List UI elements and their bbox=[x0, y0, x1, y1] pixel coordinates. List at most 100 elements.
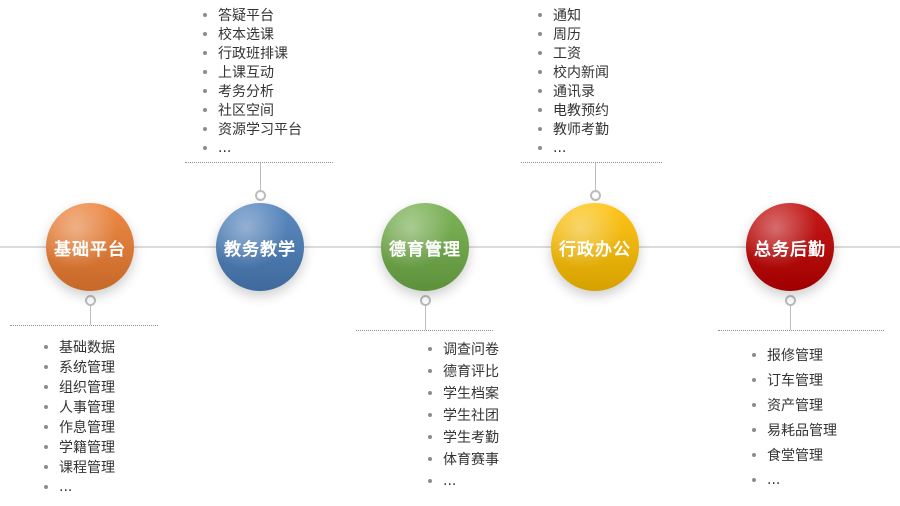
bullet-icon bbox=[538, 31, 542, 36]
list-item: 周历 bbox=[538, 24, 609, 43]
dotted-leader-line bbox=[10, 325, 158, 326]
list-item: 工资 bbox=[538, 43, 609, 62]
node-label: 基础平台 bbox=[54, 239, 126, 260]
list-item-label: 体育赛事 bbox=[443, 452, 499, 468]
list-item-label: 学籍管理 bbox=[59, 440, 115, 456]
bullet-icon bbox=[203, 69, 207, 74]
list-item: 通知 bbox=[538, 5, 609, 24]
list-item: 调查问卷 bbox=[428, 338, 499, 360]
node-label: 行政办公 bbox=[559, 239, 631, 260]
bullet-icon bbox=[752, 452, 756, 457]
list-item: 校本选课 bbox=[203, 24, 302, 43]
bullet-icon bbox=[44, 365, 48, 369]
list-item: 教师考勤 bbox=[538, 119, 609, 138]
node-moral-education: 德育管理 bbox=[381, 203, 469, 291]
connector-dot bbox=[255, 190, 266, 201]
feature-list-foundation: 基础数据 系统管理 组织管理 人事管理 作息管理 学籍管理 课程管理 ... bbox=[44, 337, 115, 497]
list-item-label: ... bbox=[218, 139, 232, 156]
connector-dot bbox=[590, 190, 601, 201]
connector-stem bbox=[425, 306, 426, 330]
bullet-icon bbox=[203, 31, 207, 36]
node-foundation-platform: 基础平台 bbox=[46, 203, 134, 291]
list-item-label: ... bbox=[767, 471, 781, 488]
bullet-icon bbox=[538, 69, 542, 74]
node-label: 总务后勤 bbox=[754, 239, 826, 260]
bullet-icon bbox=[752, 427, 756, 432]
feature-list-logistics: 报修管理 订车管理 资产管理 易耗品管理 食堂管理 ... bbox=[752, 342, 837, 492]
list-item-label: 资源学习平台 bbox=[218, 121, 302, 138]
list-item-label: 工资 bbox=[553, 45, 581, 62]
bullet-icon bbox=[203, 126, 207, 131]
list-item: 学生社团 bbox=[428, 404, 499, 426]
list-item-label: 社区空间 bbox=[218, 102, 274, 119]
list-item-label: 报修管理 bbox=[767, 347, 823, 364]
list-item: ... bbox=[752, 467, 837, 492]
bullet-icon bbox=[428, 413, 432, 417]
list-item-label: 校内新闻 bbox=[553, 64, 609, 81]
connector-dot bbox=[785, 295, 796, 306]
list-item: ... bbox=[538, 138, 609, 157]
dotted-leader-line bbox=[718, 330, 884, 331]
list-item: ... bbox=[44, 477, 115, 497]
list-item: 食堂管理 bbox=[752, 442, 837, 467]
bullet-icon bbox=[538, 88, 542, 93]
list-item-label: 上课互动 bbox=[218, 64, 274, 81]
list-item: 人事管理 bbox=[44, 397, 115, 417]
feature-list-administration: 通知 周历 工资 校内新闻 通讯录 电教预约 教师考勤 ... bbox=[538, 5, 609, 157]
list-item-label: 电教预约 bbox=[553, 102, 609, 119]
bullet-icon bbox=[752, 352, 756, 357]
list-item: 电教预约 bbox=[538, 100, 609, 119]
connector-dot bbox=[420, 295, 431, 306]
node-general-logistics: 总务后勤 bbox=[746, 203, 834, 291]
connector-dot bbox=[85, 295, 96, 306]
list-item: 行政班排课 bbox=[203, 43, 302, 62]
bullet-icon bbox=[44, 385, 48, 389]
bullet-icon bbox=[538, 126, 542, 131]
bullet-icon bbox=[428, 391, 432, 395]
list-item-label: 课程管理 bbox=[59, 460, 115, 476]
bullet-icon bbox=[203, 145, 207, 150]
node-label: 德育管理 bbox=[389, 239, 461, 260]
list-item: 通讯录 bbox=[538, 81, 609, 100]
bullet-icon bbox=[752, 402, 756, 407]
list-item: 学生档案 bbox=[428, 382, 499, 404]
list-item: 考务分析 bbox=[203, 81, 302, 100]
list-item-label: 作息管理 bbox=[59, 420, 115, 436]
list-item-label: 周历 bbox=[553, 26, 581, 43]
bullet-icon bbox=[428, 347, 432, 351]
list-item: 基础数据 bbox=[44, 337, 115, 357]
list-item-label: 基础数据 bbox=[59, 340, 115, 356]
bullet-icon bbox=[44, 465, 48, 469]
list-item: ... bbox=[428, 470, 499, 492]
dotted-leader-line bbox=[356, 330, 493, 331]
feature-list-moral: 调查问卷 德育评比 学生档案 学生社团 学生考勤 体育赛事 ... bbox=[428, 338, 499, 492]
list-item-label: 组织管理 bbox=[59, 380, 115, 396]
node-administration: 行政办公 bbox=[551, 203, 639, 291]
node-academic-teaching: 教务教学 bbox=[216, 203, 304, 291]
connector-stem bbox=[595, 163, 596, 190]
list-item-label: 订车管理 bbox=[767, 372, 823, 389]
list-item: ... bbox=[203, 138, 302, 157]
list-item: 系统管理 bbox=[44, 357, 115, 377]
list-item-label: 学生社团 bbox=[443, 408, 499, 424]
bullet-icon bbox=[752, 477, 756, 482]
list-item-label: ... bbox=[59, 479, 73, 495]
list-item-label: 易耗品管理 bbox=[767, 422, 837, 439]
list-item: 答疑平台 bbox=[203, 5, 302, 24]
list-item-label: 行政班排课 bbox=[218, 45, 288, 62]
list-item-label: 教师考勤 bbox=[553, 121, 609, 138]
list-item: 校内新闻 bbox=[538, 62, 609, 81]
list-item: 课程管理 bbox=[44, 457, 115, 477]
list-item: 资源学习平台 bbox=[203, 119, 302, 138]
bullet-icon bbox=[752, 377, 756, 382]
list-item: 组织管理 bbox=[44, 377, 115, 397]
list-item: 作息管理 bbox=[44, 417, 115, 437]
list-item: 社区空间 bbox=[203, 100, 302, 119]
list-item-label: 答疑平台 bbox=[218, 7, 274, 24]
bullet-icon bbox=[44, 445, 48, 449]
bullet-icon bbox=[428, 457, 432, 461]
list-item-label: 学生考勤 bbox=[443, 430, 499, 446]
list-item-label: ... bbox=[553, 139, 567, 156]
list-item: 上课互动 bbox=[203, 62, 302, 81]
list-item: 订车管理 bbox=[752, 367, 837, 392]
